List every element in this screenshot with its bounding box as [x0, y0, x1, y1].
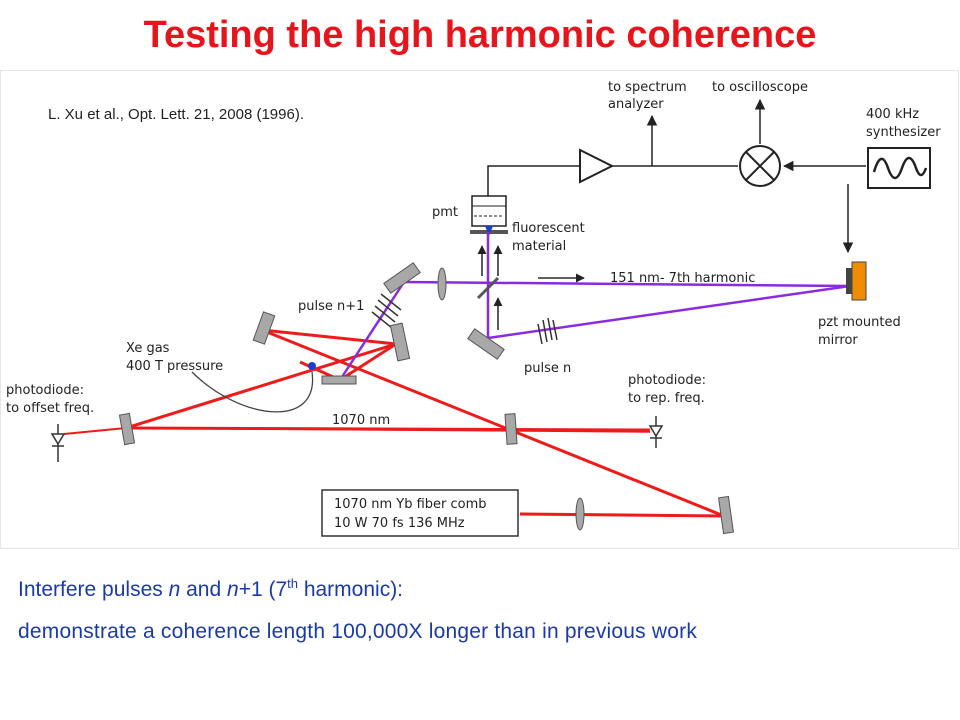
label-7th-harmonic: 151 nm- 7th harmonic	[610, 271, 755, 286]
pulse-n-icon	[537, 317, 558, 345]
label-photodiode-left: photodiode:	[6, 383, 84, 398]
mirror-icons	[118, 262, 735, 535]
label-fluorescent: fluorescent	[512, 221, 585, 236]
figure-border	[0, 70, 959, 549]
label-pulse-n: pulse n	[524, 361, 571, 376]
label-to-spectrum: to spectrum	[608, 80, 687, 95]
label-comb-specs: 10 W 70 fs 136 MHz	[334, 516, 465, 531]
caption-line-1: Interfere pulses n and n+1 (7th harmonic…	[18, 576, 403, 602]
caption-line-2: demonstrate a coherence length 100,000X …	[18, 620, 698, 643]
caption-text: +1 (7	[238, 578, 288, 601]
xe-gas-line	[191, 371, 314, 413]
uv-beam-paths	[338, 232, 851, 381]
ir-fine-line	[125, 427, 651, 433]
mixer-icon	[739, 145, 781, 187]
label-material: material	[512, 239, 566, 254]
label-mirror: mirror	[818, 333, 858, 348]
label-400khz: 400 kHz	[866, 107, 919, 122]
right-photodiode-icon	[648, 416, 664, 448]
label-rep-freq: to rep. freq.	[628, 391, 705, 406]
beamsplitter-icon	[476, 276, 500, 300]
experimental-setup-diagram: L. Xu et al., Opt. Lett. 21, 2008 (1996)…	[0, 70, 959, 549]
ir-beam-paths	[125, 328, 725, 518]
caption-text: Interfere pulses	[18, 578, 169, 601]
caption-italic-n: n	[168, 578, 181, 601]
pzt-mirror-icon	[846, 261, 867, 301]
amplifier-icon	[579, 148, 615, 184]
caption-text: harmonic):	[297, 578, 404, 601]
caption-superscript: th	[287, 576, 298, 591]
label-to-oscilloscope: to oscilloscope	[712, 80, 808, 95]
label-pulse-n1: pulse n+1	[298, 299, 364, 314]
label-photodiode-right: photodiode:	[628, 373, 706, 388]
citation: L. Xu et al., Opt. Lett. 21, 2008 (1996)…	[48, 106, 304, 123]
pulse-n1-icon	[371, 293, 402, 329]
ir-to-left-photodiode	[63, 427, 127, 435]
caption-italic-n: n	[227, 578, 239, 601]
fiber-comb-box	[321, 489, 519, 537]
label-analyzer: analyzer	[608, 97, 664, 112]
label-synthesizer: synthesizer	[866, 125, 941, 140]
electronics-signal-path	[487, 98, 866, 254]
label-xe-gas: Xe gas	[126, 341, 170, 356]
label-offset-freq: to offset freq.	[6, 401, 94, 416]
caption-text: and	[180, 578, 227, 601]
label-pzt-mounted: pzt mounted	[818, 315, 901, 330]
page-title: Testing the high harmonic coherence	[143, 14, 817, 56]
pmt-icon	[470, 195, 508, 236]
left-photodiode-icon	[50, 424, 66, 462]
lens-icons	[437, 267, 585, 531]
synthesizer-icon	[867, 147, 931, 189]
label-pmt: pmt	[432, 205, 458, 220]
label-fiber-comb: 1070 nm Yb fiber comb	[334, 497, 487, 512]
label-400t-pressure: 400 T pressure	[126, 359, 223, 374]
xe-gas-jet-icon	[308, 362, 316, 370]
label-1070nm: 1070 nm	[332, 413, 390, 428]
annotation-arrows	[477, 245, 585, 330]
